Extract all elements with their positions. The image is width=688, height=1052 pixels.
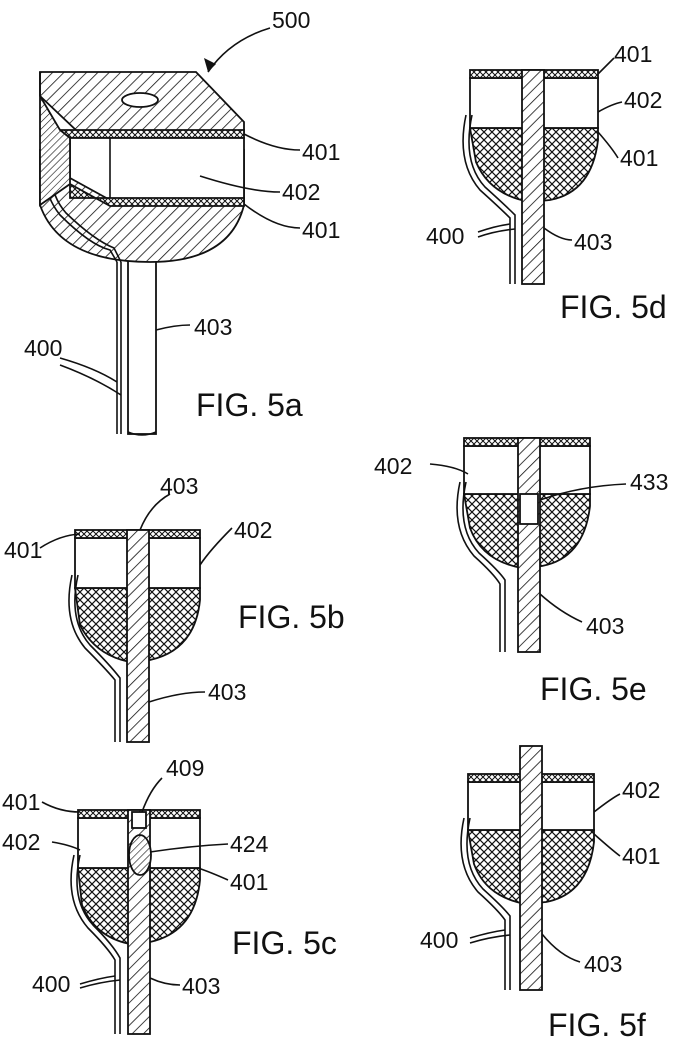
label-403: 403 — [160, 473, 198, 499]
label-403: 403 — [584, 951, 622, 977]
label-401: 401 — [2, 789, 40, 815]
label-402: 402 — [622, 777, 660, 803]
gap-433 — [520, 494, 538, 524]
label-403: 403 — [194, 314, 232, 340]
label-401: 401 — [614, 41, 652, 67]
label-500: 500 — [272, 7, 310, 33]
label-402: 402 — [2, 829, 40, 855]
label-402: 402 — [374, 453, 412, 479]
label-401: 401 — [230, 869, 268, 895]
label-401: 401 — [302, 217, 340, 243]
label-400: 400 — [24, 335, 62, 361]
label-403: 403 — [586, 613, 624, 639]
label-401: 401 — [622, 843, 660, 869]
label-403: 403 — [208, 679, 246, 705]
label-401: 401 — [4, 537, 42, 563]
label-402: 402 — [624, 87, 662, 113]
shaft-403 — [522, 70, 544, 284]
block-402 — [70, 138, 244, 200]
caption-fig-5d: FIG. 5d — [560, 289, 667, 325]
element-424 — [129, 835, 151, 875]
shaft-403 — [127, 530, 149, 742]
cap-409 — [132, 812, 146, 828]
label-400: 400 — [420, 927, 458, 953]
label-401: 401 — [620, 145, 658, 171]
label-401: 401 — [302, 139, 340, 165]
shaft-403 — [520, 746, 542, 990]
figure-5c: 409 401 402 424 401 400 403 FIG. 5c — [2, 755, 337, 1034]
label-403: 403 — [574, 229, 612, 255]
shaft-403 — [518, 438, 540, 652]
label-409: 409 — [166, 755, 204, 781]
label-403: 403 — [182, 973, 220, 999]
label-433: 433 — [630, 469, 668, 495]
label-424: 424 — [230, 831, 269, 857]
caption-fig-5b: FIG. 5b — [238, 599, 345, 635]
figure-5f: 402 401 400 403 FIG. 5f — [420, 746, 660, 1043]
label-400: 400 — [426, 223, 464, 249]
figure-5a: 500 401 402 401 403 400 FIG. 5a — [24, 7, 340, 435]
figure-5d: 401 402 401 400 403 FIG. 5d — [426, 41, 667, 325]
caption-fig-5c: FIG. 5c — [232, 925, 337, 961]
caption-fig-5e: FIG. 5e — [540, 671, 647, 707]
caption-fig-5f: FIG. 5f — [548, 1007, 646, 1043]
figure-5b: 403 401 402 403 FIG. 5b — [4, 473, 345, 742]
shaft-403 — [128, 258, 156, 434]
label-400: 400 — [32, 971, 70, 997]
caption-fig-5a: FIG. 5a — [196, 387, 303, 423]
label-402: 402 — [234, 517, 272, 543]
hole — [122, 93, 158, 107]
layer-401-top — [60, 130, 244, 138]
figure-5e: 402 433 403 FIG. 5e — [374, 438, 668, 707]
label-402: 402 — [282, 179, 320, 205]
